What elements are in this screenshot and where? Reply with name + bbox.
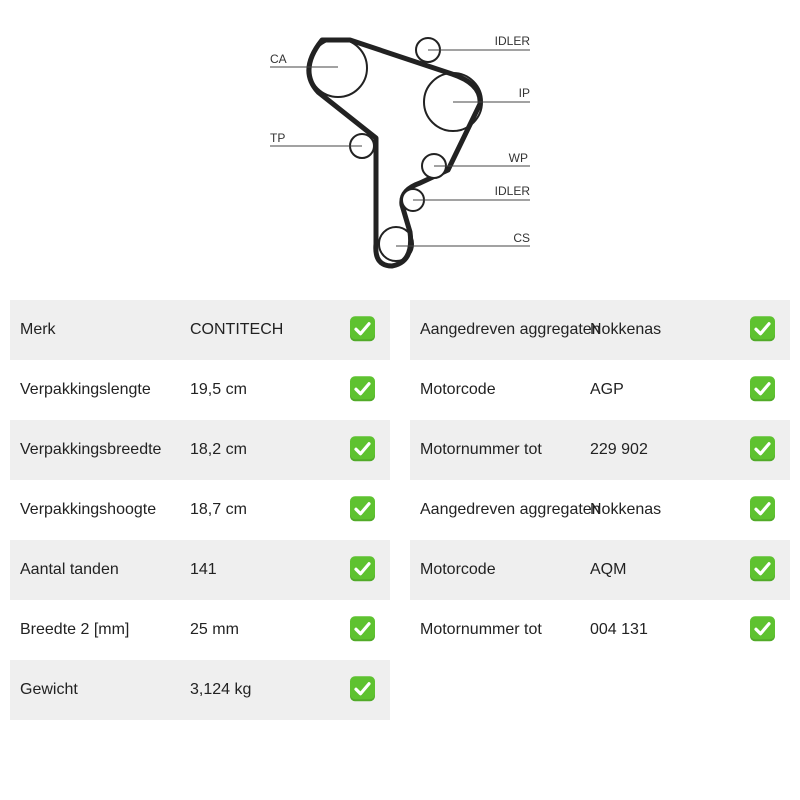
spec-row: Gewicht 3,124 kg [10, 660, 390, 720]
spec-value: 25 mm [190, 621, 239, 638]
spec-table-right: Aangedreven aggregaten Nokkenas Motorcod… [410, 300, 790, 660]
spec-row: Verpakkingsbreedte 18,2 cm [10, 420, 390, 480]
spec-label: Verpakkingslengte [20, 381, 151, 398]
spec-row: Merk CONTITECH [10, 300, 390, 360]
spec-value: Nokkenas [590, 501, 662, 518]
check-icon [350, 676, 375, 702]
crankshaft-pulley [378, 226, 414, 262]
spec-value: 18,7 cm [190, 501, 247, 518]
label-idler-top: IDLER [495, 34, 531, 48]
check-icon [350, 496, 375, 522]
label-ip: IP [519, 86, 530, 100]
check-icon [750, 316, 775, 342]
label-wp: WP [509, 151, 528, 165]
spec-value: 141 [190, 561, 217, 578]
belt-path [306, 37, 483, 269]
check-icon [350, 316, 375, 342]
check-icon [350, 556, 375, 582]
spec-label: Aangedreven aggregaten [420, 321, 601, 338]
spec-label: Merk [20, 321, 56, 338]
spec-row: Aangedreven aggregaten Nokkenas [410, 480, 790, 540]
spec-row: Verpakkingshoogte 18,7 cm [10, 480, 390, 540]
spec-label: Verpakkingshoogte [20, 501, 157, 518]
spec-label: Motorcode [420, 381, 496, 398]
label-cs: CS [513, 231, 530, 245]
check-icon [350, 436, 375, 462]
spec-row: Breedte 2 [mm] 25 mm [10, 600, 390, 660]
spec-value: AQM [590, 561, 627, 578]
spec-value: 229 902 [590, 441, 648, 458]
spec-row: Aantal tanden 141 [10, 540, 390, 600]
spec-label: Motornummer tot [420, 621, 542, 638]
spec-value: 19,5 cm [190, 381, 247, 398]
spec-row: Aangedreven aggregaten Nokkenas [410, 300, 790, 360]
spec-row: Motornummer tot 004 131 [410, 600, 790, 660]
camshaft-pulley [308, 38, 368, 98]
spec-value: CONTITECH [190, 321, 284, 338]
spec-value: Nokkenas [590, 321, 662, 338]
timing-belt-diagram: CA TP IDLER IP WP IDLER CS [0, 0, 800, 290]
spec-label: Gewicht [20, 681, 78, 698]
check-icon [750, 376, 775, 402]
check-icon [350, 376, 375, 402]
spec-value: 004 131 [590, 621, 648, 638]
spec-label: Aantal tanden [20, 561, 119, 578]
label-tp: TP [270, 131, 285, 145]
spec-table-left: Merk CONTITECH Verpakkingslengte 19,5 cm… [10, 300, 390, 720]
timing-belt-svg: CA TP IDLER IP WP IDLER CS [270, 34, 531, 269]
spec-row: Motorcode AGP [410, 360, 790, 420]
label-idler-bottom: IDLER [495, 184, 531, 198]
spec-label: Motornummer tot [420, 441, 542, 458]
spec-label: Motorcode [420, 561, 496, 578]
check-icon [350, 616, 375, 642]
spec-value: AGP [590, 381, 624, 398]
check-icon [750, 556, 775, 582]
spec-row: Verpakkingslengte 19,5 cm [10, 360, 390, 420]
check-icon [750, 616, 775, 642]
spec-label: Verpakkingsbreedte [20, 441, 162, 458]
spec-label: Breedte 2 [mm] [20, 621, 130, 638]
spec-row: Motornummer tot 229 902 [410, 420, 790, 480]
spec-row: Motorcode AQM [410, 540, 790, 600]
spec-value: 3,124 kg [190, 681, 252, 698]
spec-label: Aangedreven aggregaten [420, 501, 601, 518]
check-icon [750, 496, 775, 522]
label-ca: CA [270, 52, 287, 66]
check-icon [750, 436, 775, 462]
spec-value: 18,2 cm [190, 441, 247, 458]
